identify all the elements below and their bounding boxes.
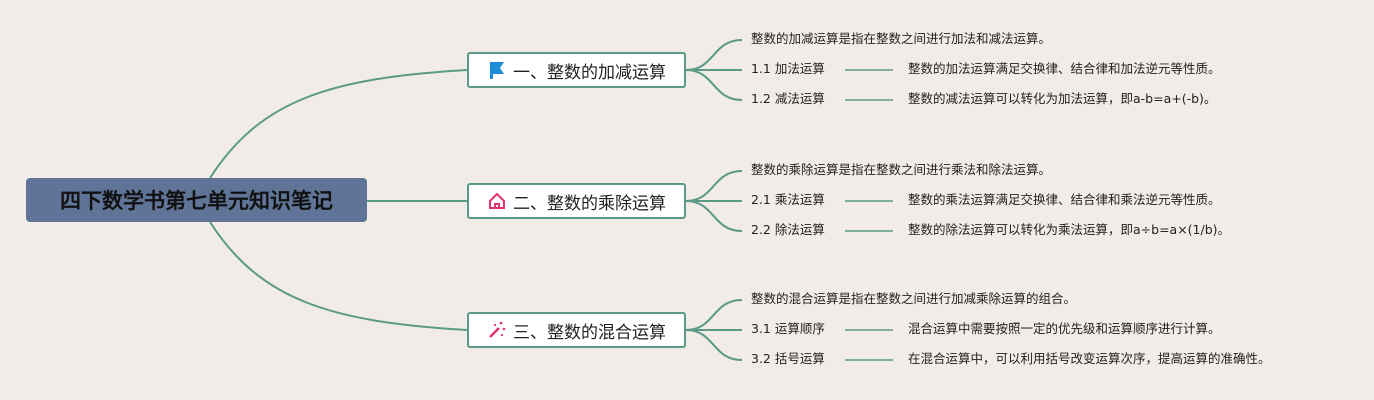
magic-wand-icon (489, 321, 506, 338)
subtopic-summary[interactable]: 整数的乘除运算是指在整数之间进行乘法和除法运算。 (751, 162, 1052, 177)
subtopic-description[interactable]: 混合运算中需要按照一定的优先级和运算顺序进行计算。 (908, 321, 1221, 336)
branch-to-subtopic-line (685, 299, 743, 331)
branch-title: 三、整数的混合运算 (513, 322, 666, 343)
subtopic-description[interactable]: 整数的除法运算可以转化为乘法运算，即a÷b=a×(1/b)。 (908, 222, 1231, 237)
subtopic-description[interactable]: 整数的加法运算满足交换律、结合律和加法逆元等性质。 (908, 61, 1221, 76)
branch-title: 一、整数的加减运算 (513, 62, 666, 83)
branch-to-subtopic-line (685, 39, 743, 71)
root-to-branch-3 (209, 221, 468, 331)
root-title: 四下数学书第七单元知识笔记 (60, 189, 333, 213)
subtopic-description[interactable]: 整数的乘法运算满足交换律、结合律和乘法逆元等性质。 (908, 192, 1221, 207)
branch-topic-1[interactable]: 一、整数的加减运算 (467, 52, 686, 88)
subtopic-summary[interactable]: 整数的加减运算是指在整数之间进行加法和减法运算。 (751, 31, 1052, 46)
branch-title: 二、整数的乘除运算 (513, 193, 666, 214)
home-icon (489, 192, 505, 209)
subtopic-label[interactable]: 1.2 减法运算 (751, 91, 825, 106)
branch-to-subtopic-line (685, 329, 743, 361)
subtopic-summary[interactable]: 整数的混合运算是指在整数之间进行加减乘除运算的组合。 (751, 291, 1077, 306)
subtopic-description[interactable]: 在混合运算中，可以利用括号改变运算次序，提高运算的准确性。 (908, 351, 1271, 366)
branch-to-subtopic-line (685, 170, 743, 202)
root-topic[interactable]: 四下数学书第七单元知识笔记 (26, 178, 367, 222)
flag-icon (490, 62, 504, 79)
branch-to-subtopic-line (685, 69, 743, 101)
subtopic-label[interactable]: 2.2 除法运算 (751, 222, 825, 237)
subtopic-label[interactable]: 3.1 运算顺序 (751, 321, 825, 336)
subtopic-description[interactable]: 整数的减法运算可以转化为加法运算，即a-b=a+(-b)。 (908, 91, 1217, 106)
subtopic-label[interactable]: 3.2 括号运算 (751, 351, 825, 366)
branch-to-subtopic-line (685, 200, 743, 232)
branch-topic-3[interactable]: 三、整数的混合运算 (467, 312, 686, 348)
subtopic-label[interactable]: 1.1 加法运算 (751, 61, 825, 76)
root-to-branch-1 (209, 69, 468, 179)
branch-topic-2[interactable]: 二、整数的乘除运算 (467, 183, 686, 219)
subtopic-label[interactable]: 2.1 乘法运算 (751, 192, 825, 207)
